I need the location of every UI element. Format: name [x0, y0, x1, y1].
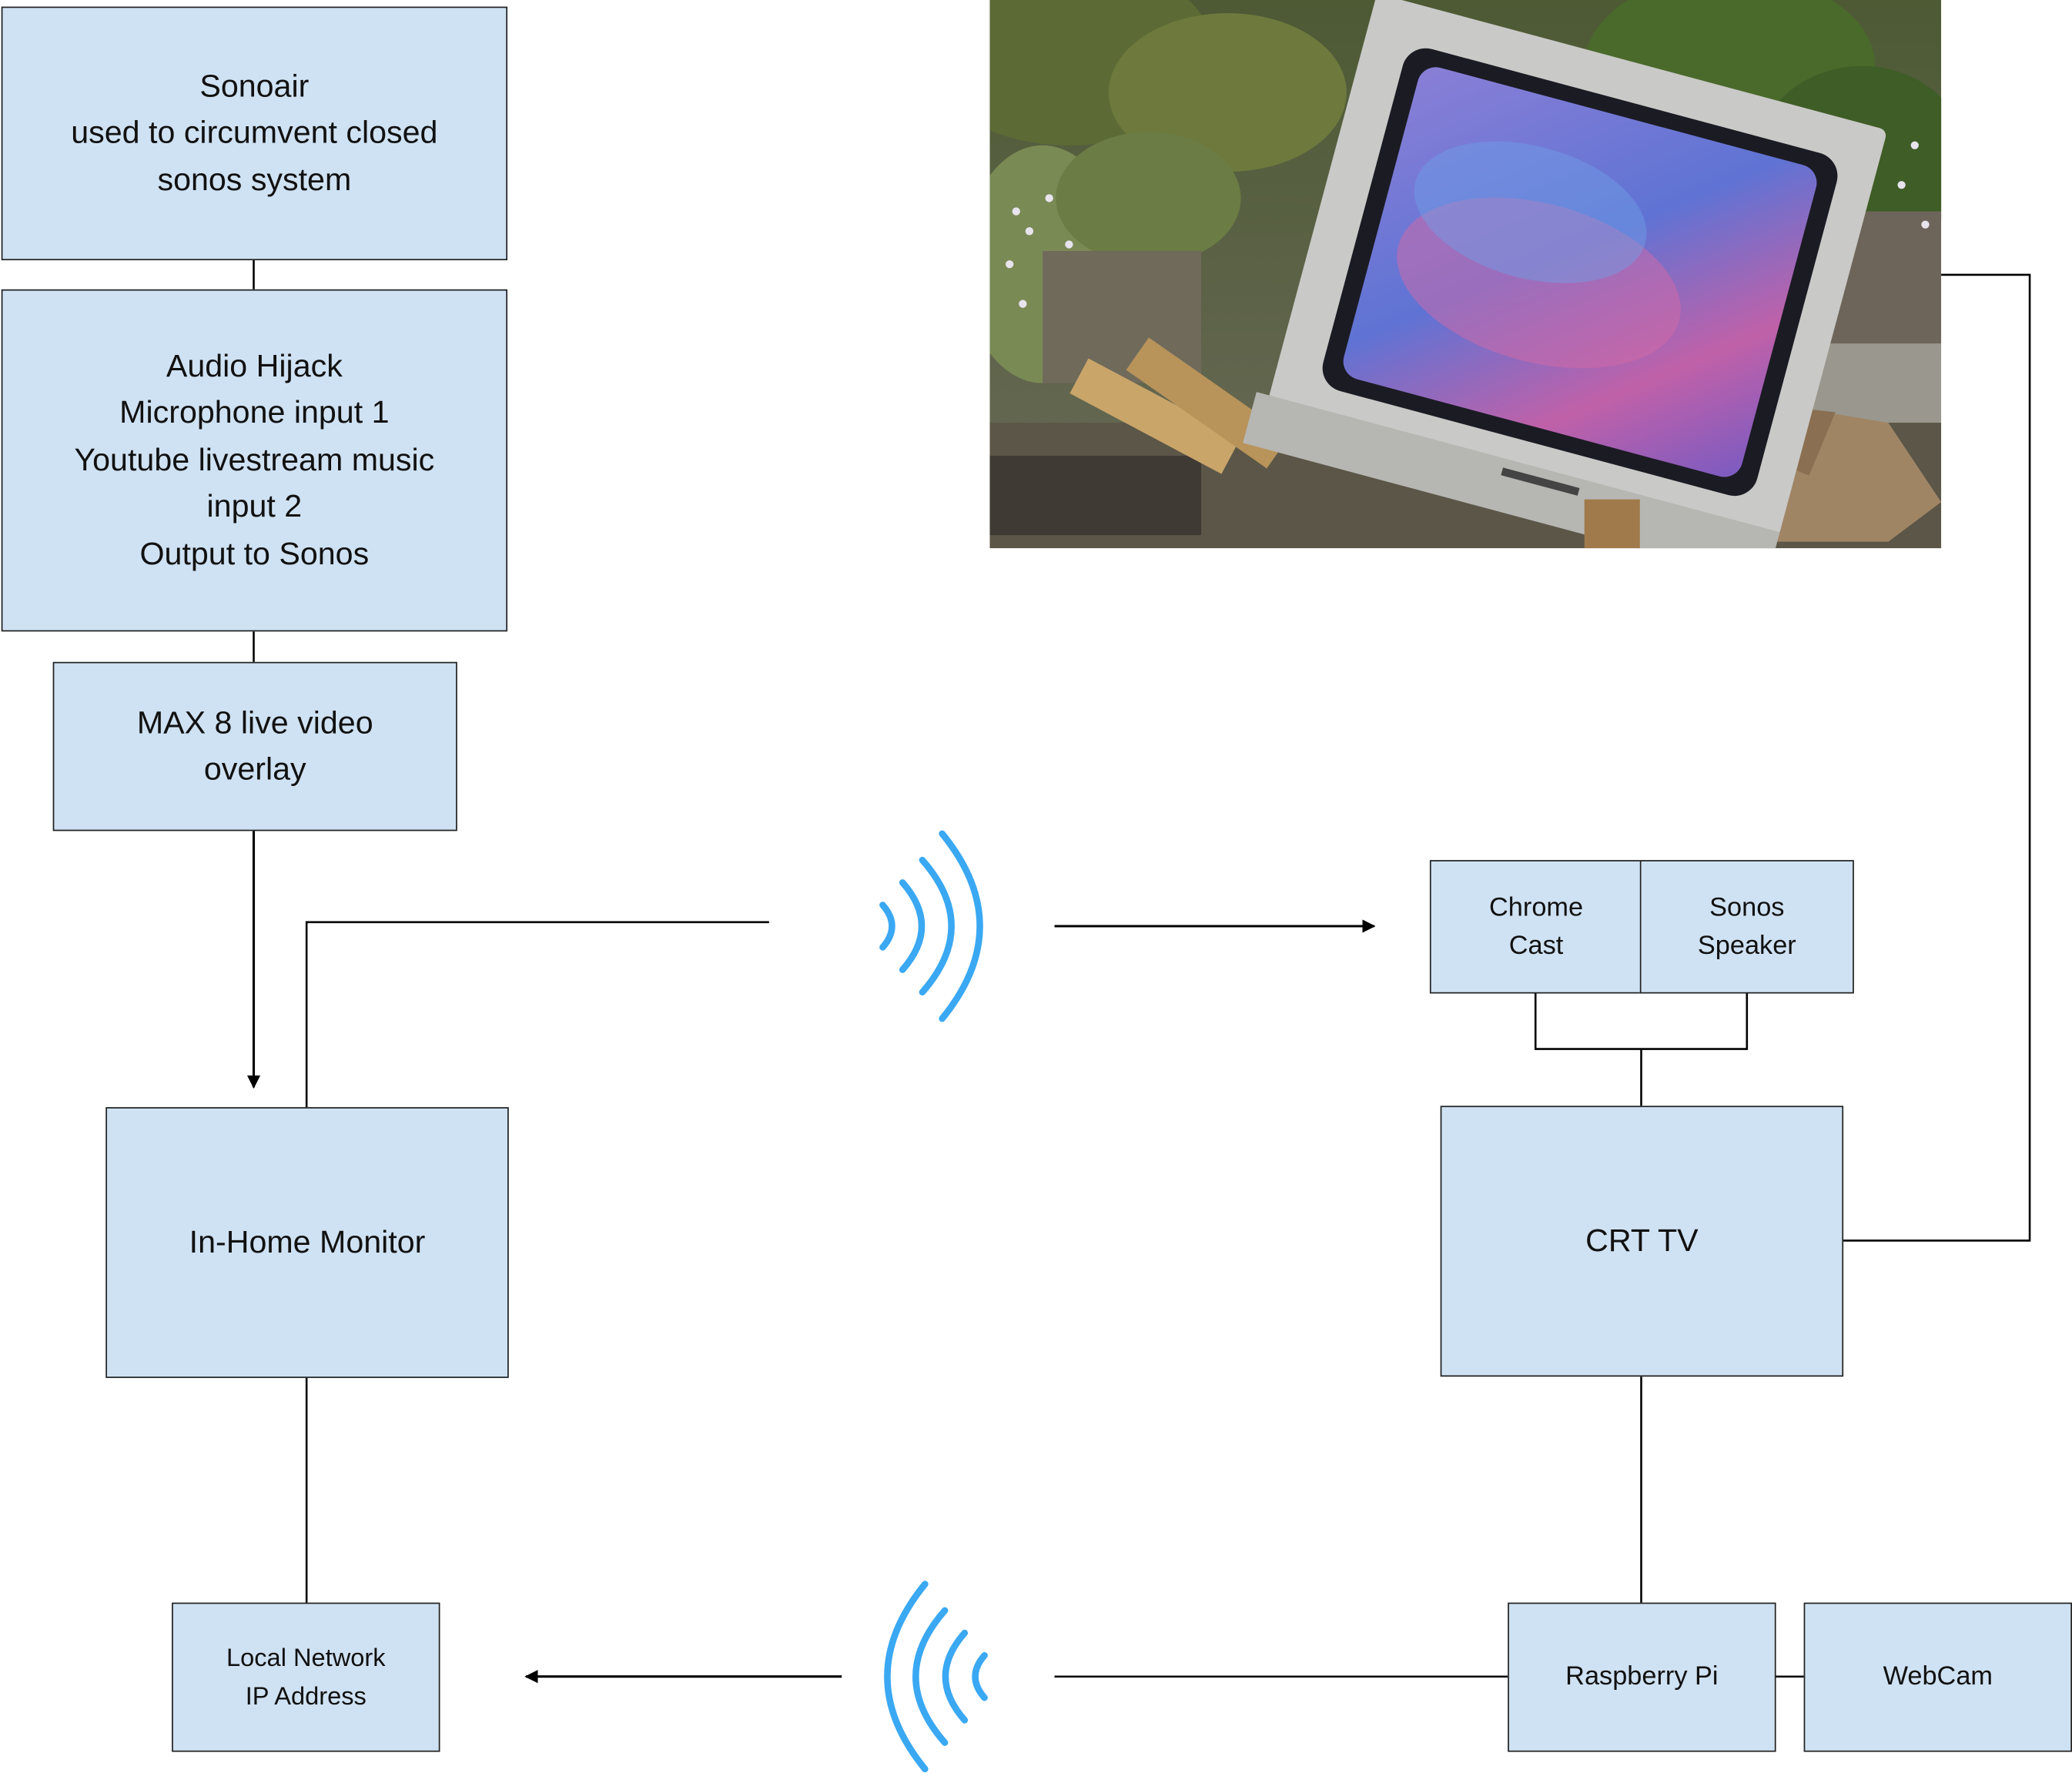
crt-tv-box[interactable]: CRT TV	[1440, 1106, 1844, 1377]
audio-hijack-box[interactable]: Audio Hijack Microphone input 1 Youtube …	[1, 289, 508, 632]
link-chromecast-sonos	[1534, 992, 1749, 1050]
crt-tv-photo	[989, 0, 1942, 549]
in-home-monitor-label: In-Home Monitor	[189, 1224, 426, 1260]
wifi-signal-left-icon	[884, 1581, 988, 1773]
audio-hijack-label: Audio Hijack Microphone input 1 Youtube …	[74, 348, 435, 572]
webcam-box[interactable]: WebCam	[1803, 1602, 2072, 1752]
sonos-speaker-label: Sonos Speaker	[1697, 892, 1796, 960]
max8-box[interactable]: MAX 8 live video overlay	[52, 661, 457, 831]
sonoair-label: Sonoair used to circumvent closed sonos …	[71, 68, 438, 198]
max8-label: MAX 8 live video overlay	[136, 704, 373, 788]
wifi-signal-right-icon	[879, 830, 983, 1022]
crt-tv-label: CRT TV	[1585, 1223, 1699, 1259]
local-network-box[interactable]: Local Network IP Address	[172, 1602, 440, 1752]
sonos-speaker-box[interactable]: Sonos Speaker	[1639, 860, 1854, 994]
chromecast-box[interactable]: Chrome Cast	[1429, 860, 1643, 994]
webcam-label: WebCam	[1883, 1661, 1993, 1691]
link-monitor-to-wifi	[305, 921, 769, 1108]
in-home-monitor-box[interactable]: In-Home Monitor	[105, 1107, 509, 1378]
local-network-label: Local Network IP Address	[226, 1644, 386, 1711]
link-crt-to-photo	[1842, 273, 2031, 1242]
raspberry-pi-label: Raspberry Pi	[1565, 1661, 1719, 1691]
chromecast-label: Chrome Cast	[1489, 892, 1584, 960]
raspberry-pi-box[interactable]: Raspberry Pi	[1508, 1602, 1776, 1752]
sonoair-box[interactable]: Sonoair used to circumvent closed sonos …	[1, 6, 508, 261]
